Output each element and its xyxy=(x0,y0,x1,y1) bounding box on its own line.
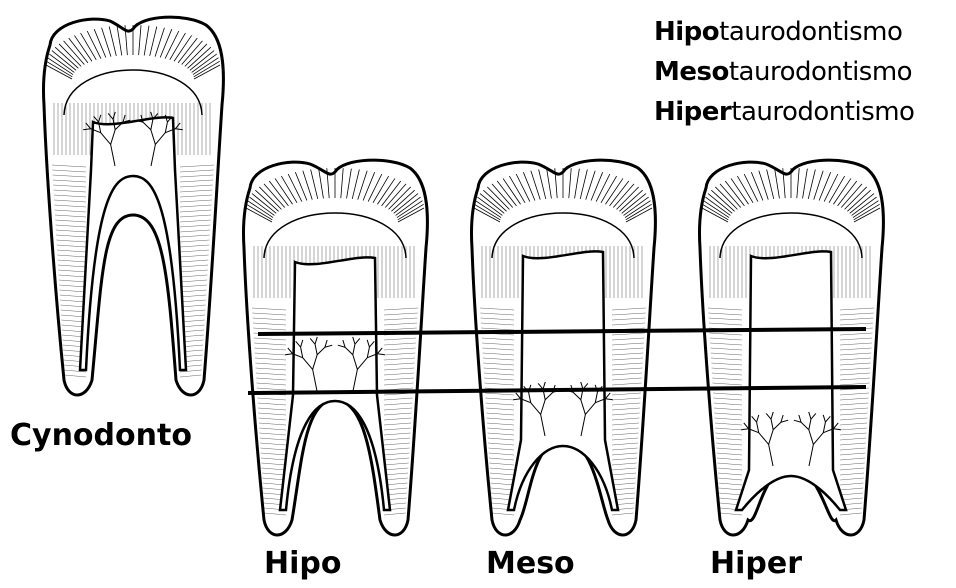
legend-item-hipertaurodontismo: Hipertaurodontismo xyxy=(654,92,914,132)
legend-prefix: Meso xyxy=(654,57,729,87)
tooth-meso xyxy=(471,160,655,535)
label-cynodonto: Cynodonto xyxy=(10,418,192,453)
legend-suffix: taurodontismo xyxy=(719,17,902,47)
pulp-chamber xyxy=(508,251,618,510)
tooth-hiper xyxy=(699,160,883,535)
legend-item-hipotaurodontismo: Hipotaurodontismo xyxy=(654,12,914,52)
pulp-chamber xyxy=(736,251,846,510)
tooth-cynodonto xyxy=(43,17,223,395)
legend-prefix: Hipo xyxy=(654,17,719,47)
legend-suffix: taurodontismo xyxy=(731,97,914,127)
legend-prefix: Hiper xyxy=(654,97,731,127)
legend-item-mesotaurodontismo: Mesotaurodontismo xyxy=(654,52,914,92)
label-hiper: Hiper xyxy=(710,546,802,581)
legend-suffix: taurodontismo xyxy=(729,57,912,87)
legend: Hipotaurodontismo Mesotaurodontismo Hipe… xyxy=(654,12,914,132)
tooth-hipo xyxy=(243,160,427,535)
label-meso: Meso xyxy=(486,546,575,581)
label-hipo: Hipo xyxy=(264,546,341,581)
